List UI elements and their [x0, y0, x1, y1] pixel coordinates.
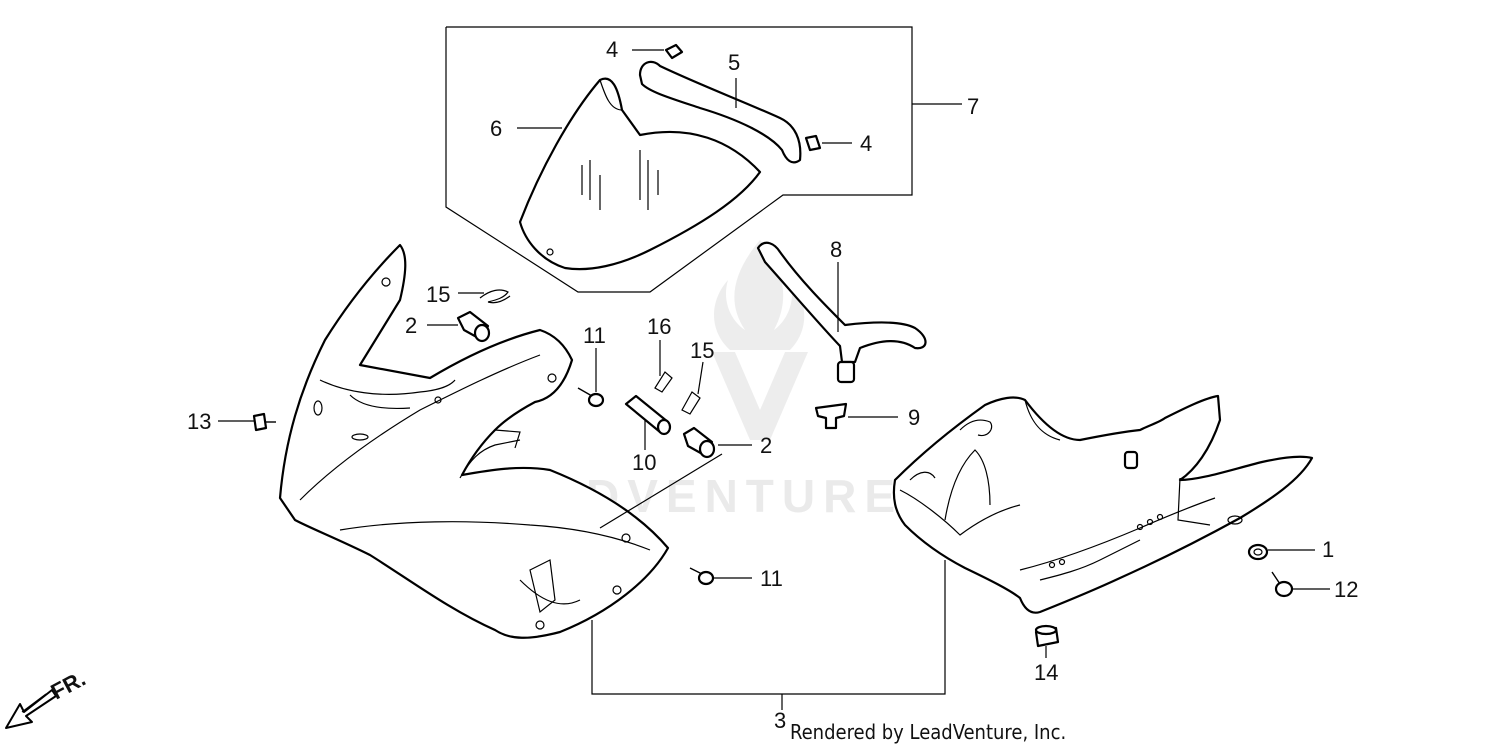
bolt-part-11-lower: [689, 567, 715, 586]
clip-part-4-upper: [664, 43, 684, 60]
collar-part-2-lower: [682, 426, 716, 459]
under-cowl-part-3: [892, 394, 1314, 614]
callout-12: 12: [1334, 577, 1358, 602]
windscreen-part-6: [518, 77, 762, 271]
leader-15-middle: [697, 361, 704, 395]
grommet-part-14: [1034, 624, 1060, 648]
callout-14: 14: [1034, 660, 1058, 685]
grommet-part-9: [814, 402, 848, 430]
arrow-down-left-icon: [5, 689, 57, 729]
assembly-bracket-3: [591, 560, 946, 695]
callout-11-lower: 11: [760, 566, 783, 591]
callout-5: 5: [728, 50, 740, 75]
callout-2-lower: 2: [760, 433, 772, 458]
callout-8: 8: [830, 237, 842, 262]
clip-part-16: [654, 371, 673, 393]
callout-7: 7: [967, 94, 979, 119]
leader-2-to-cowl: [599, 453, 723, 529]
callout-2-upper: 2: [405, 313, 417, 338]
callout-3: 3: [774, 708, 786, 733]
seal-strip-part-5: [638, 60, 802, 164]
clip-part-4-right: [804, 134, 822, 152]
clip-part-15-middle: [681, 391, 701, 415]
bolt-part-11-upper: [577, 387, 605, 408]
pin-part-10: [624, 394, 672, 436]
clip-part-15-upper: [479, 289, 511, 304]
callout-15-upper: 15: [426, 282, 450, 307]
screw-part-13: [252, 412, 276, 432]
callout-11-upper: 11: [583, 323, 606, 348]
callout-1: 1: [1322, 537, 1334, 562]
callout-labels: 4 5 7 6 4 8 15 2 11 16 15 9 13 2 10 11 1…: [187, 37, 1358, 733]
stay-part-8: [756, 241, 927, 384]
bolt-part-12: [1271, 571, 1294, 598]
callout-4-right: 4: [860, 131, 872, 156]
callout-4-upper: 4: [606, 37, 618, 62]
upper-cowl-part-3: [278, 243, 670, 639]
collar-part-2-upper: [456, 310, 491, 343]
credit-text: Rendered by LeadVenture, Inc.: [790, 720, 1066, 744]
callout-6: 6: [490, 116, 502, 141]
assembly-bracket-7: [445, 26, 913, 293]
callout-15-middle: 15: [690, 338, 714, 363]
callout-16: 16: [647, 314, 671, 339]
callout-9: 9: [908, 405, 920, 430]
washer-part-1: [1247, 543, 1269, 561]
callout-13: 13: [187, 409, 211, 434]
watermark-logo: [712, 240, 808, 440]
callout-10: 10: [632, 450, 656, 475]
